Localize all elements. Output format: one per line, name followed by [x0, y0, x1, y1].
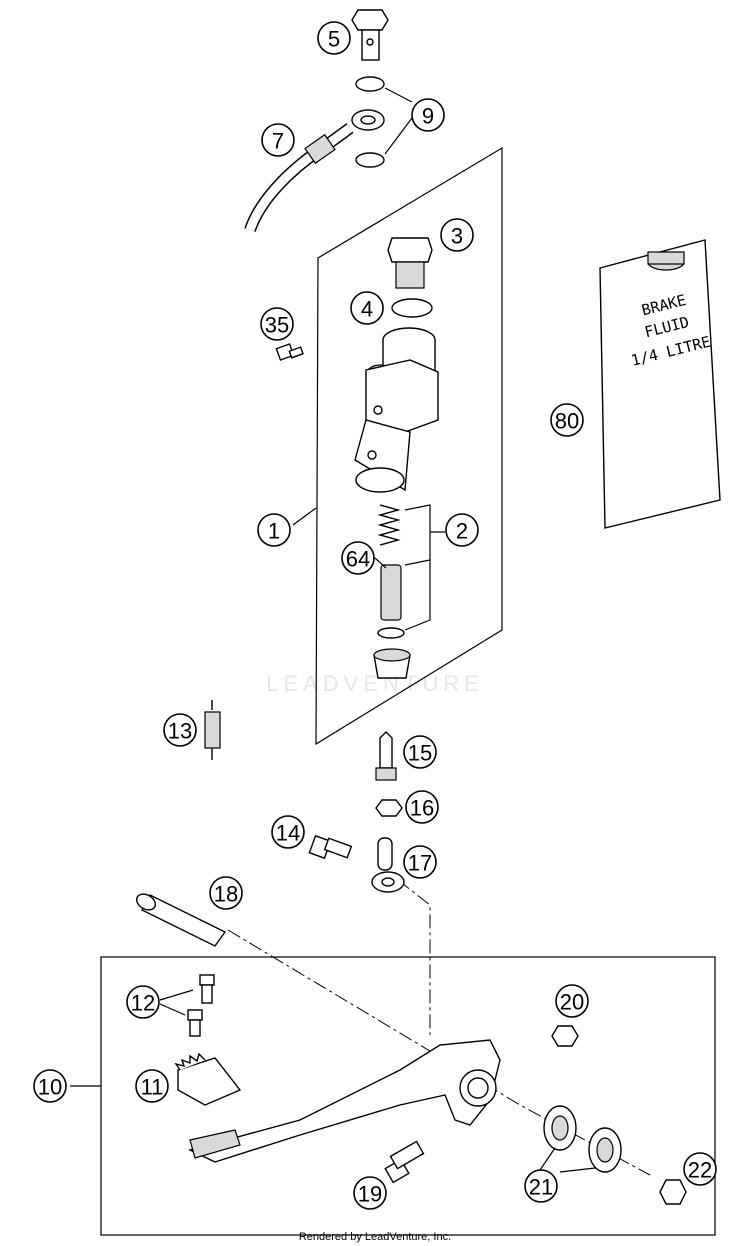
svg-text:1: 1: [268, 519, 280, 544]
master-cylinder-group-box: [315, 146, 503, 746]
callout-15: 15: [403, 735, 437, 769]
svg-text:9: 9: [422, 104, 434, 129]
svg-text:4: 4: [361, 297, 373, 322]
svg-text:15: 15: [408, 741, 432, 766]
leader-64: [374, 557, 387, 569]
callout-16: 16: [405, 790, 439, 824]
svg-text:64: 64: [346, 547, 370, 572]
brake-lever-part: [188, 1039, 501, 1163]
callout-2: 2: [445, 513, 479, 547]
brake-lever-group-box: [100, 956, 716, 1236]
svg-text:35: 35: [265, 313, 289, 338]
bolt-14-part: [308, 834, 353, 860]
svg-text:80: 80: [555, 409, 579, 434]
leader-1: [292, 507, 317, 526]
callout-19: 19: [353, 1176, 387, 1210]
svg-text:11: 11: [141, 1075, 164, 1100]
svg-text:2: 2: [456, 519, 468, 544]
callout-20: 20: [555, 984, 589, 1018]
svg-text:18: 18: [214, 882, 238, 907]
leader-21: [539, 1147, 596, 1173]
nut-16-part: [375, 799, 403, 817]
callout-80: 80: [550, 403, 584, 437]
callout-11: 11: [135, 1069, 169, 1103]
footer-credit: Rendered by LeadVenture, Inc.: [299, 1231, 451, 1243]
callout-10: 10: [33, 1069, 67, 1103]
callout-64: 64: [341, 541, 375, 575]
callout-3: 3: [440, 218, 474, 252]
brake-fluid-bottle-part: BRAKE FLUID 1/4 LITRE: [599, 239, 721, 529]
nut-22-part: [659, 1179, 687, 1205]
svg-text:5: 5: [328, 27, 340, 52]
screw-35-part: [275, 343, 304, 361]
callout-12: 12: [126, 985, 160, 1019]
screws-12-part: [187, 974, 215, 1037]
svg-text:19: 19: [358, 1182, 382, 1207]
leader-9: [384, 87, 413, 155]
reservoir-fitting-part: [387, 237, 433, 289]
svg-text:16: 16: [410, 796, 434, 821]
callout-18: 18: [209, 876, 243, 910]
o-ring-part: [391, 298, 433, 318]
washer-upper-part: [355, 76, 385, 92]
callout-1: 1: [257, 513, 291, 547]
bolt-19-part: [384, 1140, 425, 1184]
svg-text:10: 10: [38, 1075, 62, 1100]
piston-kit-part: [373, 504, 411, 679]
callout-21: 21: [524, 1169, 558, 1203]
svg-text:22: 22: [688, 1158, 712, 1183]
svg-text:17: 17: [408, 851, 432, 876]
callout-4: 4: [350, 291, 384, 325]
leader-2: [404, 504, 445, 631]
callout-17: 17: [403, 845, 437, 879]
callout-14: 14: [271, 815, 305, 849]
svg-text:7: 7: [272, 129, 284, 154]
clevis-part: [371, 837, 405, 893]
svg-text:21: 21: [529, 1175, 553, 1200]
svg-text:12: 12: [131, 991, 155, 1016]
callout-9: 9: [411, 98, 445, 132]
svg-text:20: 20: [560, 990, 584, 1015]
brake-hose-part: [244, 109, 385, 233]
watermark: LEADVENTURE: [266, 671, 484, 696]
svg-text:13: 13: [168, 719, 192, 744]
step-plate-part: [174, 1052, 242, 1106]
pushrod-part: [375, 731, 397, 781]
svg-text:3: 3: [451, 224, 463, 249]
return-spring-part: [204, 700, 221, 760]
svg-text:14: 14: [276, 821, 300, 846]
callout-22: 22: [683, 1152, 717, 1186]
callout-35: 35: [260, 307, 294, 341]
washer-lower-part: [355, 152, 385, 168]
alignment-line-rod: [397, 879, 431, 1035]
callout-7: 7: [261, 123, 295, 157]
nut-20-part: [551, 1025, 579, 1047]
leader-12: [159, 989, 194, 1016]
master-cylinder-body-part: [354, 327, 439, 493]
bearings-part: [543, 1105, 622, 1173]
pivot-sleeve-part: [135, 893, 227, 947]
callout-5: 5: [317, 21, 351, 55]
callout-13: 13: [163, 713, 197, 747]
banjo-bolt-part: [351, 9, 389, 61]
